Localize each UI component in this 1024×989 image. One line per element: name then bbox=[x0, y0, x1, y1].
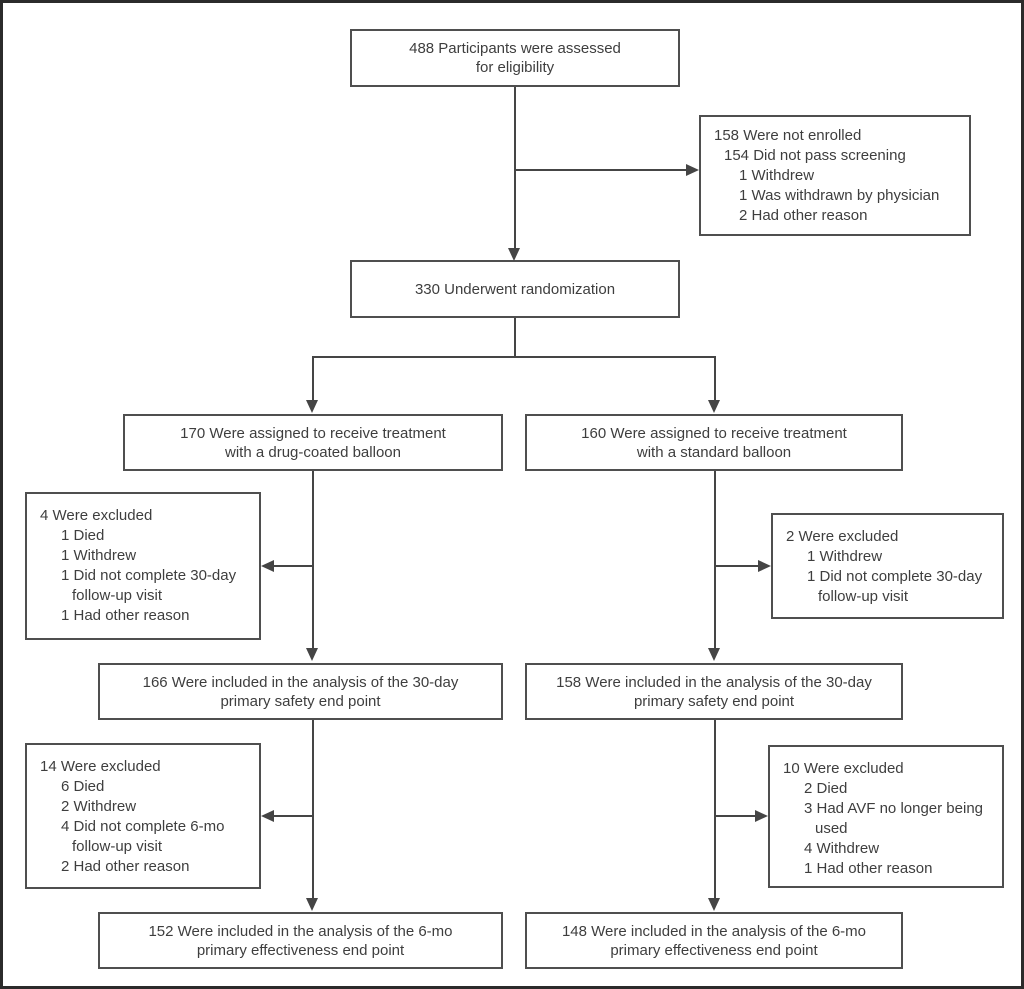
box-effectiveness-analysis-dcb: 152 Were included in the analysis of the… bbox=[98, 912, 503, 969]
text-line: 166 Were included in the analysis of the… bbox=[142, 673, 459, 691]
box-effectiveness-analysis-std: 148 Were included in the analysis of the… bbox=[525, 912, 903, 969]
text-line: for eligibility bbox=[475, 59, 555, 76]
box-excluded-std-6mo: 10 Were excluded 2 Died 3 Had AVF no lon… bbox=[768, 745, 1004, 888]
text-line: 6 Died bbox=[61, 778, 105, 795]
connector-branch-excluded-dcb-6mo bbox=[273, 815, 313, 817]
connector-to-assigned-dcb bbox=[312, 356, 314, 401]
text-line: with a standard balloon bbox=[636, 443, 792, 461]
connector-assigned-std-to-safety bbox=[714, 471, 716, 649]
text-line: 4 Withdrew bbox=[804, 840, 880, 857]
text-line: 158 Were included in the analysis of the… bbox=[556, 673, 872, 691]
text-line: 160 Were assigned to receive treatment bbox=[581, 424, 847, 442]
text-line: 1 Had other reason bbox=[61, 607, 190, 624]
text-line: follow-up visit bbox=[818, 588, 909, 605]
connector-randomization-split bbox=[312, 356, 716, 358]
arrowhead-down-icon bbox=[708, 898, 720, 911]
arrowhead-down-icon bbox=[708, 400, 720, 413]
text-line: 1 Did not complete 30-day bbox=[807, 568, 983, 585]
text-line: 4 Did not complete 6-mo bbox=[61, 818, 225, 835]
text-line: 1 Withdrew bbox=[807, 548, 883, 565]
text-line: 2 Had other reason bbox=[739, 207, 868, 224]
text-line: follow-up visit bbox=[72, 838, 163, 855]
arrowhead-down-icon bbox=[708, 648, 720, 661]
box-excluded-std-30day: 2 Were excluded 1 Withdrew 1 Did not com… bbox=[771, 513, 1004, 619]
text-line: 148 Were included in the analysis of the… bbox=[561, 922, 867, 940]
box-excluded-dcb-30day: 4 Were excluded 1 Died 1 Withdrew 1 Did … bbox=[25, 492, 261, 640]
text-line: primary safety end point bbox=[220, 692, 381, 710]
connector-branch-not-enrolled bbox=[515, 169, 687, 171]
arrowhead-down-icon bbox=[306, 898, 318, 911]
connector-branch-excluded-dcb-30day bbox=[273, 565, 313, 567]
text-line: 1 Withdrew bbox=[739, 167, 815, 184]
text-line: 2 Withdrew bbox=[61, 798, 137, 815]
text-line: 14 Were excluded bbox=[40, 758, 161, 775]
box-excluded-dcb-6mo: 14 Were excluded 6 Died 2 Withdrew 4 Did… bbox=[25, 743, 261, 889]
text-line: 154 Did not pass screening bbox=[724, 147, 906, 164]
text-line: 330 Underwent randomization bbox=[414, 280, 616, 298]
box-underwent-randomization: 330 Underwent randomization bbox=[350, 260, 680, 318]
arrowhead-down-icon bbox=[306, 400, 318, 413]
arrowhead-left-icon bbox=[261, 560, 274, 572]
connector-branch-excluded-std-30day bbox=[716, 565, 759, 567]
arrowhead-down-icon bbox=[508, 248, 520, 261]
text-line: 2 Were excluded bbox=[786, 528, 899, 545]
text-line: 152 Were included in the analysis of the… bbox=[148, 922, 453, 940]
text-line: primary effectiveness end point bbox=[610, 941, 818, 959]
box-assessed-for-eligibility: 488 Participants were assessed for eligi… bbox=[350, 29, 680, 87]
arrowhead-down-icon bbox=[306, 648, 318, 661]
arrowhead-right-icon bbox=[686, 164, 699, 176]
text-line: primary effectiveness end point bbox=[196, 941, 405, 959]
text-line: 3 Had AVF no longer being bbox=[804, 800, 984, 817]
connector-safety-dcb-to-effectiveness bbox=[312, 720, 314, 899]
connector-branch-excluded-std-6mo bbox=[716, 815, 756, 817]
text-line: primary safety end point bbox=[633, 692, 795, 710]
text-line: 170 Were assigned to receive treatment bbox=[180, 424, 446, 442]
box-assigned-drug-coated-balloon: 170 Were assigned to receive treatment w… bbox=[123, 414, 503, 471]
text-line: 4 Were excluded bbox=[40, 507, 153, 524]
box-safety-analysis-dcb: 166 Were included in the analysis of the… bbox=[98, 663, 503, 720]
arrowhead-right-icon bbox=[758, 560, 771, 572]
text-line: follow-up visit bbox=[72, 587, 163, 604]
text-line: 1 Withdrew bbox=[61, 547, 137, 564]
text-line: 1 Died bbox=[61, 527, 105, 544]
text-line: 2 Died bbox=[804, 780, 848, 797]
connector-randomized-stem bbox=[514, 318, 516, 356]
connector-safety-std-to-effectiveness bbox=[714, 720, 716, 899]
text-line: used bbox=[815, 820, 848, 837]
text-line: 1 Had other reason bbox=[804, 860, 933, 877]
text-line: 2 Had other reason bbox=[61, 858, 190, 875]
arrowhead-right-icon bbox=[755, 810, 768, 822]
text-line: 1 Did not complete 30-day bbox=[61, 567, 237, 584]
box-assigned-standard-balloon: 160 Were assigned to receive treatment w… bbox=[525, 414, 903, 471]
connector-to-assigned-std bbox=[714, 356, 716, 401]
text-line: 1 Was withdrawn by physician bbox=[739, 187, 940, 204]
connector-assessed-to-randomized bbox=[514, 87, 516, 249]
arrowhead-left-icon bbox=[261, 810, 274, 822]
text-line: 10 Were excluded bbox=[783, 760, 904, 777]
text-line: with a drug-coated balloon bbox=[225, 443, 401, 461]
connector-assigned-dcb-to-safety bbox=[312, 471, 314, 649]
text-line: 158 Were not enrolled bbox=[714, 127, 862, 144]
box-not-enrolled: 158 Were not enrolled 154 Did not pass s… bbox=[699, 115, 971, 236]
box-safety-analysis-std: 158 Were included in the analysis of the… bbox=[525, 663, 903, 720]
text-line: 488 Participants were assessed bbox=[409, 40, 621, 57]
